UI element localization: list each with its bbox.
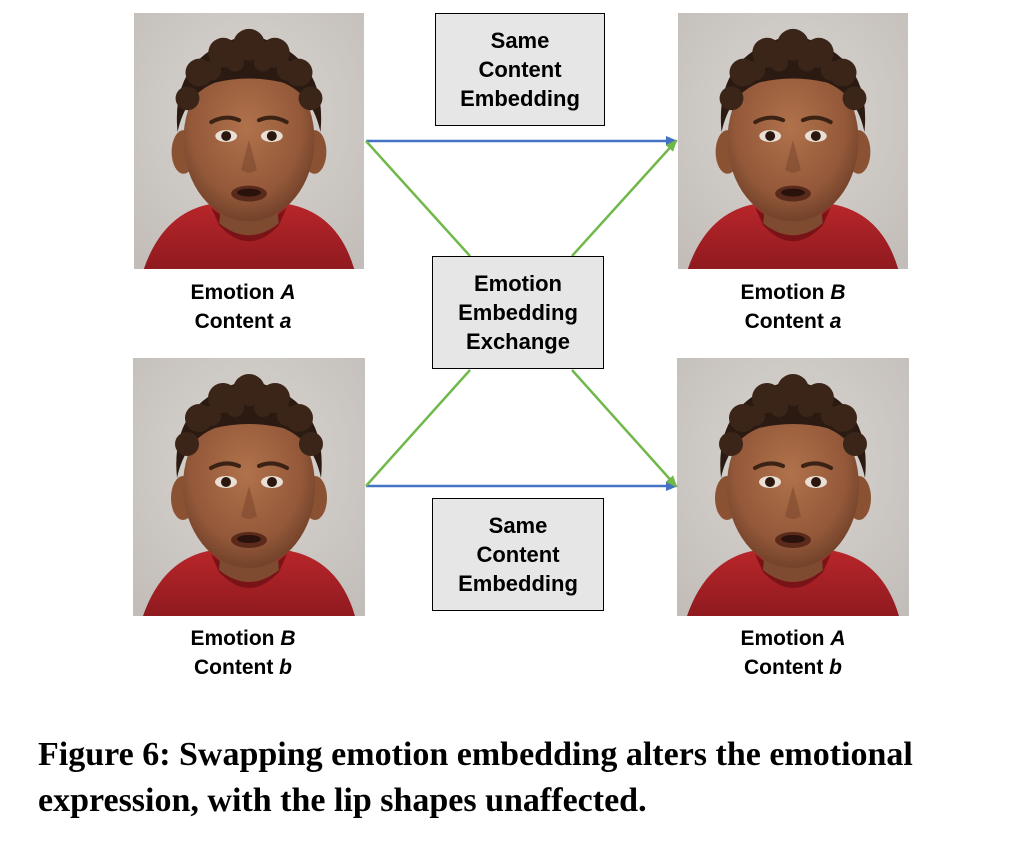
label-top-left: Emotion A Content a [127, 278, 359, 336]
label-bottom-left: Emotion B Content b [127, 624, 359, 682]
content-prefix: Content [194, 310, 274, 333]
emotion-prefix: Emotion [740, 627, 825, 650]
label-top-right: Emotion B Content a [677, 278, 909, 336]
same-content-embedding-box-bottom: Same Content Embedding [432, 498, 604, 611]
emotion-prefix: Emotion [740, 281, 825, 304]
emotion-var: A [280, 281, 296, 304]
content-prefix: Content [194, 656, 274, 679]
emotion-prefix: Emotion [190, 281, 275, 304]
figure-caption: Figure 6: Swapping emotion embedding alt… [38, 736, 913, 819]
emotion-var: A [830, 627, 846, 650]
content-var: b [829, 656, 842, 679]
emotion-embedding-exchange-box: Emotion Embedding Exchange [432, 256, 604, 369]
emotion-prefix: Emotion [190, 627, 275, 650]
label-bottom-right: Emotion A Content b [677, 624, 909, 682]
green-line-top-left [365, 140, 471, 257]
emotion-var: B [280, 627, 296, 650]
content-prefix: Content [744, 656, 824, 679]
green-arrow-bottom-right [571, 369, 678, 488]
same-content-embedding-box-top: Same Content Embedding [435, 13, 605, 126]
content-var: a [279, 310, 292, 333]
content-var: b [279, 656, 292, 679]
green-arrow-top-right [571, 139, 678, 257]
content-prefix: Content [744, 310, 824, 333]
content-var: a [829, 310, 842, 333]
green-line-bottom-left [365, 369, 471, 487]
emotion-var: B [830, 281, 846, 304]
